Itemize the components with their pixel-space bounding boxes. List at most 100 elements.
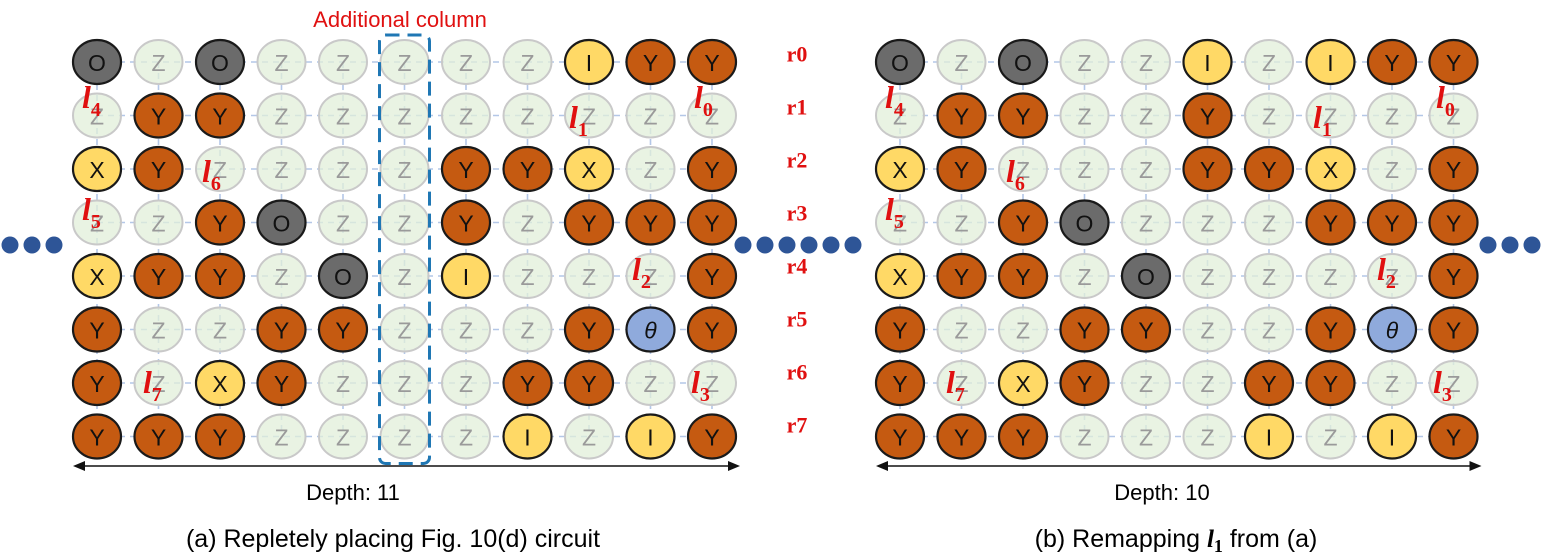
right-node-r4-c6: Z: [1244, 253, 1294, 299]
z-node-circle: [1059, 92, 1110, 139]
row-label-r0: r0: [787, 42, 808, 67]
right-node-r7-c2: Y: [997, 413, 1049, 460]
right-qubit-label-5: l5: [885, 191, 904, 233]
left-node-r2-c3: Z: [256, 146, 307, 192]
node-label: X: [892, 157, 907, 183]
gate-node-circle: [936, 145, 987, 193]
node-label: Z: [520, 104, 534, 130]
z-node-circle: [625, 92, 676, 139]
left-node-r2-c8: X: [563, 145, 615, 193]
node-label: Z: [582, 104, 596, 130]
qubit-label-main: l: [1006, 153, 1015, 189]
node-label: Z: [1077, 157, 1091, 183]
left-node-r5-c3: Y: [256, 306, 307, 353]
left-node-r6-c7: Y: [502, 359, 553, 407]
qubit-label-sub: 4: [894, 99, 904, 121]
node-label: Y: [458, 211, 473, 237]
node-label: Z: [90, 211, 104, 237]
right-node-r0-c3: Z: [1059, 39, 1110, 85]
right-node-r1-c8: Z: [1367, 92, 1417, 139]
gate-node-circle: [686, 413, 738, 460]
node-label: Z: [274, 264, 288, 290]
gate-node-circle: [1182, 38, 1233, 86]
node-label: Y: [274, 371, 289, 397]
z-node-circle: [1059, 413, 1110, 460]
right-caption-suffix: from (a): [1223, 525, 1317, 553]
right-node-r3-c7: Y: [1305, 199, 1356, 246]
right-node-r5-c9: Y: [1428, 306, 1479, 353]
qubit-label-main: l: [946, 364, 955, 400]
left-node-r7-c3: Z: [256, 413, 307, 460]
node-label: Z: [1016, 157, 1030, 183]
node-label: Y: [520, 157, 535, 183]
node-label: Z: [582, 425, 596, 451]
z-node-circle: [1367, 92, 1417, 139]
left-node-r2-c4: Z: [318, 146, 368, 192]
right-node-r5-c4: Y: [1120, 306, 1172, 353]
node-label: Z: [643, 104, 657, 130]
node-label: Z: [705, 104, 719, 130]
node-label: Z: [151, 318, 165, 344]
gate-node-circle: [256, 306, 307, 353]
left-qubit-label-3: l3: [691, 364, 710, 406]
row-label-r2: r2: [787, 148, 808, 173]
ellipsis-dot: [844, 236, 862, 254]
qubit-label-sub: 7: [152, 384, 162, 406]
row-label-r3: r3: [787, 201, 808, 226]
left-node-r5-c10: Y: [686, 306, 738, 353]
right-node-r6-c3: Y: [1059, 359, 1110, 407]
right-node-r6-c2: X: [997, 359, 1049, 407]
gate-node-circle: [1366, 306, 1418, 353]
node-label: Z: [1262, 211, 1276, 237]
qubit-label-sub: 6: [1015, 173, 1025, 195]
node-label: Z: [1446, 371, 1460, 397]
z-node-circle: [1244, 199, 1294, 246]
node-label: X: [581, 157, 596, 183]
right-qubit-label-3: l3: [1433, 364, 1452, 406]
gate-node-circle: [1366, 38, 1418, 86]
row-label-r5: r5: [787, 307, 808, 332]
node-label: O: [1137, 264, 1155, 290]
z-node-circle: [1182, 306, 1233, 353]
node-label: Z: [1262, 264, 1276, 290]
z-node-circle: [875, 199, 925, 246]
z-node-circle: [502, 92, 553, 139]
right-node-r1-c9: Z: [1428, 92, 1479, 139]
gate-node-circle: [997, 38, 1049, 86]
right-caption-sub: 1: [1214, 536, 1223, 556]
right-node-r0-c7: I: [1305, 38, 1356, 86]
z-node-circle: [564, 92, 614, 139]
z-node-circle: [1428, 92, 1479, 139]
node-label: Z: [1139, 157, 1153, 183]
left-node-r0-c8: I: [563, 38, 615, 86]
right-node-r5-c2: Z: [998, 306, 1048, 353]
gate-node-circle: [194, 252, 246, 300]
qubit-label-main: l: [1377, 251, 1386, 287]
qubit-label-sub: 2: [1386, 271, 1396, 293]
gate-node-circle: [194, 38, 246, 86]
z-node-circle: [502, 39, 553, 85]
left-node-r7-c2: Y: [194, 413, 246, 460]
z-node-circle: [318, 92, 368, 139]
z-node-circle: [256, 39, 307, 85]
right-node-r1-c7: Z: [1305, 92, 1356, 139]
left-qubit-label-2: l2: [632, 251, 651, 293]
left-node-r7-c10: Y: [686, 413, 738, 460]
row-label-r6: r6: [787, 360, 808, 385]
left-node-r4-c2: Y: [194, 252, 246, 300]
node-label: Z: [274, 50, 288, 76]
z-node-circle: [1182, 253, 1233, 299]
right-node-r2-c4: Z: [1121, 146, 1171, 192]
right-node-r6-c7: Y: [1305, 359, 1356, 407]
node-label: Z: [954, 50, 968, 76]
node-label: Z: [336, 371, 350, 397]
node-label: Y: [1323, 211, 1338, 237]
node-label: Z: [643, 157, 657, 183]
right-node-r2-c2: Z: [998, 146, 1048, 192]
left-node-r3-c0: Z: [72, 199, 122, 246]
gate-node-circle: [1428, 199, 1479, 246]
z-node-circle: [687, 360, 737, 406]
right-node-r5-c3: Y: [1059, 306, 1110, 353]
z-node-circle: [195, 306, 245, 353]
